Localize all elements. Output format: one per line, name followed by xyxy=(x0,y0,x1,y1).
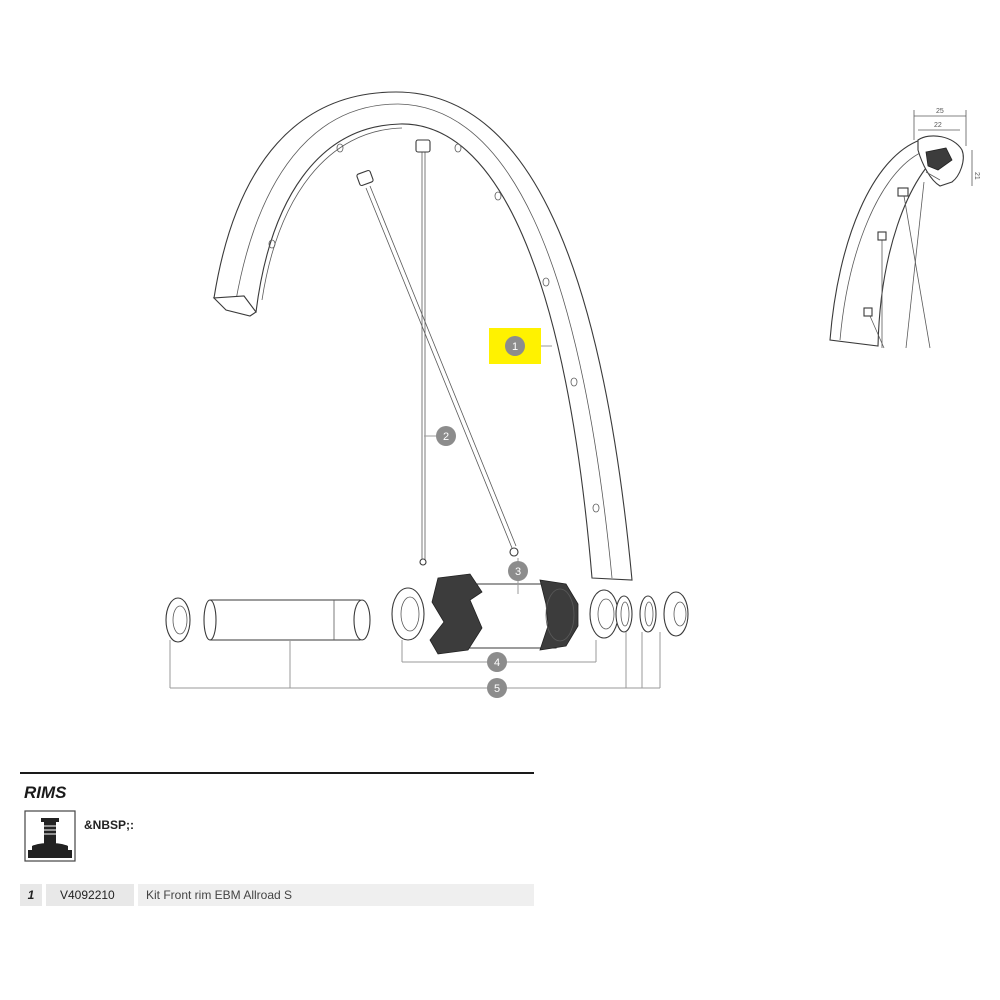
callout-4-label: 4 xyxy=(494,657,500,669)
dimension-outer-width: 25 xyxy=(936,108,944,115)
callout-2: 2 xyxy=(436,426,456,446)
callout-1: 1 xyxy=(489,328,541,364)
part-number: 1 xyxy=(20,884,42,906)
valve-type-label: &NBSP;: xyxy=(84,818,134,832)
callout-2-label: 2 xyxy=(443,431,449,443)
callout-3: 3 xyxy=(508,561,528,581)
callout-3-label: 3 xyxy=(515,566,521,578)
callout-5: 5 xyxy=(487,678,507,698)
rim-drawing xyxy=(212,91,633,581)
dimension-height: 21 xyxy=(973,172,980,180)
exploded-wheel-diagram: 1 2 3 4 5 25 22 21 xyxy=(165,91,980,698)
rim-section-detail: 25 22 21 xyxy=(829,108,980,349)
callout-4: 4 xyxy=(487,652,507,672)
dimension-inner-width: 22 xyxy=(934,122,942,129)
hub-assembly xyxy=(165,573,689,655)
tubeless-valve-icon xyxy=(24,810,76,862)
section-divider xyxy=(20,772,534,774)
callout-5-label: 5 xyxy=(494,683,500,695)
section-title: RIMS xyxy=(24,783,67,802)
spoke-drawing xyxy=(356,139,519,566)
part-description: Kit Front rim EBM Allroad S xyxy=(138,884,534,906)
callout-1-label: 1 xyxy=(512,341,518,353)
part-reference: V4092210 xyxy=(46,884,134,906)
parts-table-row: 1 V4092210 Kit Front rim EBM Allroad S xyxy=(20,884,534,906)
